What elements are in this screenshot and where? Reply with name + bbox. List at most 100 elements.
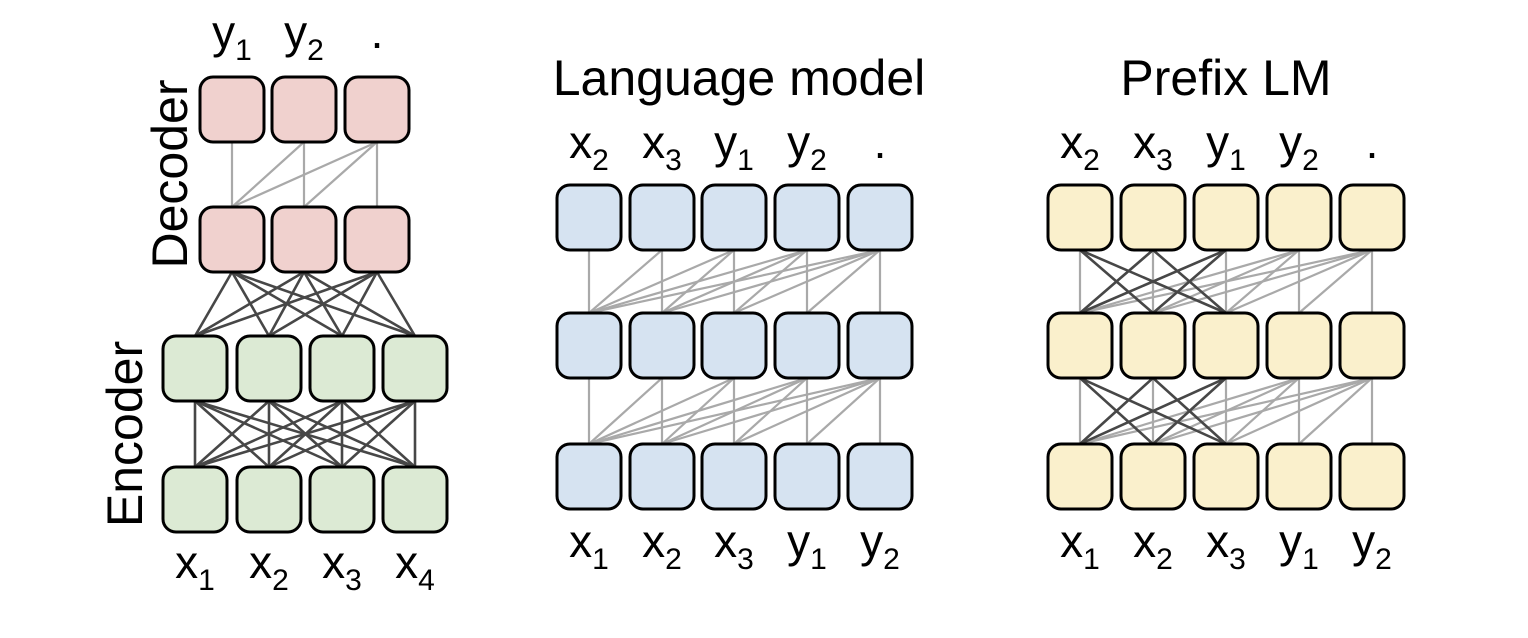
token-label: x2 bbox=[642, 515, 682, 576]
token-label: y2 bbox=[1279, 116, 1319, 177]
diagram-title: Language model bbox=[553, 50, 926, 106]
lm-token-box bbox=[846, 183, 914, 252]
lm-token-box bbox=[628, 311, 696, 380]
decoder-token-box bbox=[198, 205, 266, 274]
attention-edge bbox=[194, 399, 343, 469]
lm-token-box bbox=[555, 311, 623, 380]
attention-edge bbox=[194, 270, 378, 338]
prefix-token-box bbox=[1338, 442, 1406, 511]
token-label: x3 bbox=[1133, 116, 1173, 177]
prefix-token-box bbox=[1338, 311, 1406, 380]
decoder-token-box bbox=[343, 75, 411, 144]
prefix-token-box bbox=[1265, 311, 1333, 380]
attention-edge bbox=[194, 270, 305, 338]
lm-token-box bbox=[628, 442, 696, 511]
lm-token-box bbox=[773, 442, 841, 511]
attention-edge bbox=[303, 141, 378, 208]
token-label: y1 bbox=[1206, 116, 1246, 177]
token-label: y2 bbox=[1352, 515, 1392, 576]
encoder-token-box bbox=[235, 465, 303, 534]
encoder-side-label: Encoder bbox=[97, 341, 153, 527]
attention-edge bbox=[1298, 249, 1373, 314]
encoder-token-box bbox=[381, 465, 449, 534]
attention-edge bbox=[1079, 376, 1227, 446]
attention-edge bbox=[588, 377, 663, 445]
attention-edge bbox=[268, 399, 416, 469]
attention-edge bbox=[375, 271, 417, 337]
token-label: x3 bbox=[1206, 515, 1246, 576]
attention-edges bbox=[587, 248, 882, 446]
prefix-token-box bbox=[1119, 311, 1187, 380]
attention-edge bbox=[1079, 376, 1373, 446]
prefix-token-box bbox=[1265, 183, 1333, 252]
decoder-token-box bbox=[343, 205, 411, 274]
lm-token-box bbox=[846, 442, 914, 511]
token-label: x2 bbox=[569, 116, 609, 177]
prefix-token-box bbox=[1119, 183, 1187, 252]
token-label: x4 bbox=[395, 536, 435, 597]
attention-edge bbox=[340, 271, 379, 337]
lm-token-box bbox=[555, 442, 623, 511]
token-label: . bbox=[371, 6, 384, 58]
token-label: x3 bbox=[322, 536, 362, 597]
prefix-token-box bbox=[1046, 183, 1114, 252]
attention-edge bbox=[1079, 248, 1227, 315]
token-label: . bbox=[874, 116, 887, 168]
token-label: x1 bbox=[175, 536, 215, 597]
attention-edge bbox=[588, 376, 808, 446]
token-boxes bbox=[555, 183, 914, 511]
prefix-token-box bbox=[1192, 183, 1260, 252]
diagram-title: Prefix LM bbox=[1120, 50, 1331, 106]
attention-edge bbox=[1079, 377, 1154, 445]
token-label: y1 bbox=[787, 515, 827, 576]
attention-edge bbox=[231, 140, 378, 209]
token-label: x1 bbox=[569, 515, 609, 576]
prefix-token-box bbox=[1338, 183, 1406, 252]
attention-edge bbox=[194, 400, 270, 468]
attention-edge bbox=[1079, 248, 1373, 315]
attention-edge bbox=[588, 248, 735, 315]
attention-edge bbox=[588, 376, 881, 446]
lm-token-box bbox=[773, 311, 841, 380]
attention-edges bbox=[193, 140, 417, 469]
attention-edge bbox=[268, 270, 378, 338]
token-boxes bbox=[161, 75, 449, 534]
decoder-token-box bbox=[270, 205, 338, 274]
attention-edge bbox=[588, 376, 735, 446]
encoder-token-box bbox=[308, 334, 376, 403]
attention-edge bbox=[1152, 248, 1373, 315]
encoder-token-box bbox=[161, 334, 229, 403]
attention-edge bbox=[588, 248, 881, 315]
token-label: x3 bbox=[714, 515, 754, 576]
attention-edge bbox=[806, 377, 881, 445]
token-label: x3 bbox=[642, 116, 682, 177]
attention-edge bbox=[1225, 248, 1373, 315]
encoder-token-box bbox=[308, 465, 376, 534]
attention-edge bbox=[1298, 377, 1373, 445]
lm-token-box bbox=[700, 442, 768, 511]
token-label: y1 bbox=[212, 6, 252, 67]
prefix-token-box bbox=[1192, 442, 1260, 511]
attention-edge bbox=[733, 248, 881, 315]
attention-edge bbox=[1152, 377, 1227, 445]
attention-edge bbox=[1152, 376, 1373, 446]
encoder-token-box bbox=[161, 465, 229, 534]
decoder-token-box bbox=[198, 75, 266, 144]
attention-edge bbox=[193, 271, 234, 337]
token-label: x2 bbox=[1133, 515, 1173, 576]
attention-edge bbox=[194, 399, 416, 469]
lm-token-box bbox=[773, 183, 841, 252]
token-boxes bbox=[1046, 183, 1406, 511]
attention-edge bbox=[733, 376, 881, 446]
token-label: y1 bbox=[714, 116, 754, 177]
lm-token-box bbox=[846, 311, 914, 380]
attention-edge bbox=[588, 249, 663, 314]
lm-token-box bbox=[700, 183, 768, 252]
token-label: x2 bbox=[249, 536, 289, 597]
prefix-token-box bbox=[1119, 442, 1187, 511]
attention-edge bbox=[1079, 249, 1154, 314]
